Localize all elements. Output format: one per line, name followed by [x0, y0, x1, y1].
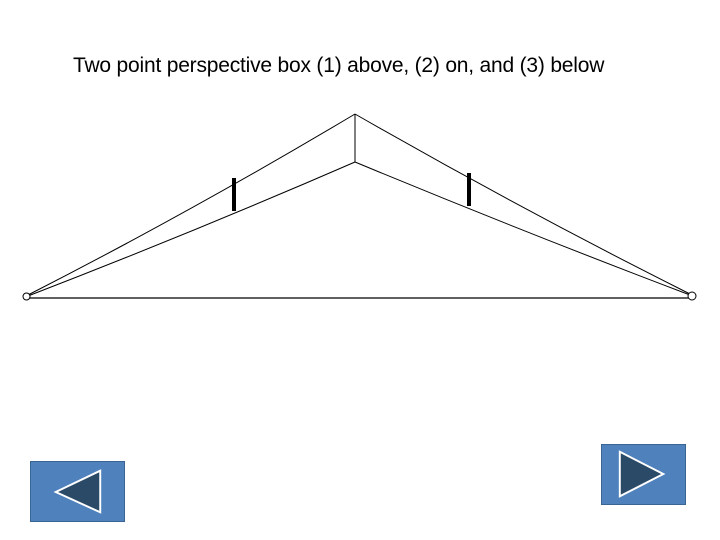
perspective-line — [354, 161, 691, 296]
previous-slide-button[interactable] — [30, 461, 125, 522]
triangle-left-icon — [53, 469, 102, 514]
perspective-line — [354, 113, 691, 295]
right-vanishing-point — [687, 291, 697, 301]
triangle-right-icon — [618, 450, 666, 498]
perspective-line — [27, 161, 356, 297]
perspective-line — [27, 113, 356, 296]
slide-title: Two point perspective box (1) above, (2)… — [73, 54, 605, 77]
left-vanishing-point — [22, 292, 31, 301]
next-slide-button[interactable] — [601, 444, 686, 505]
